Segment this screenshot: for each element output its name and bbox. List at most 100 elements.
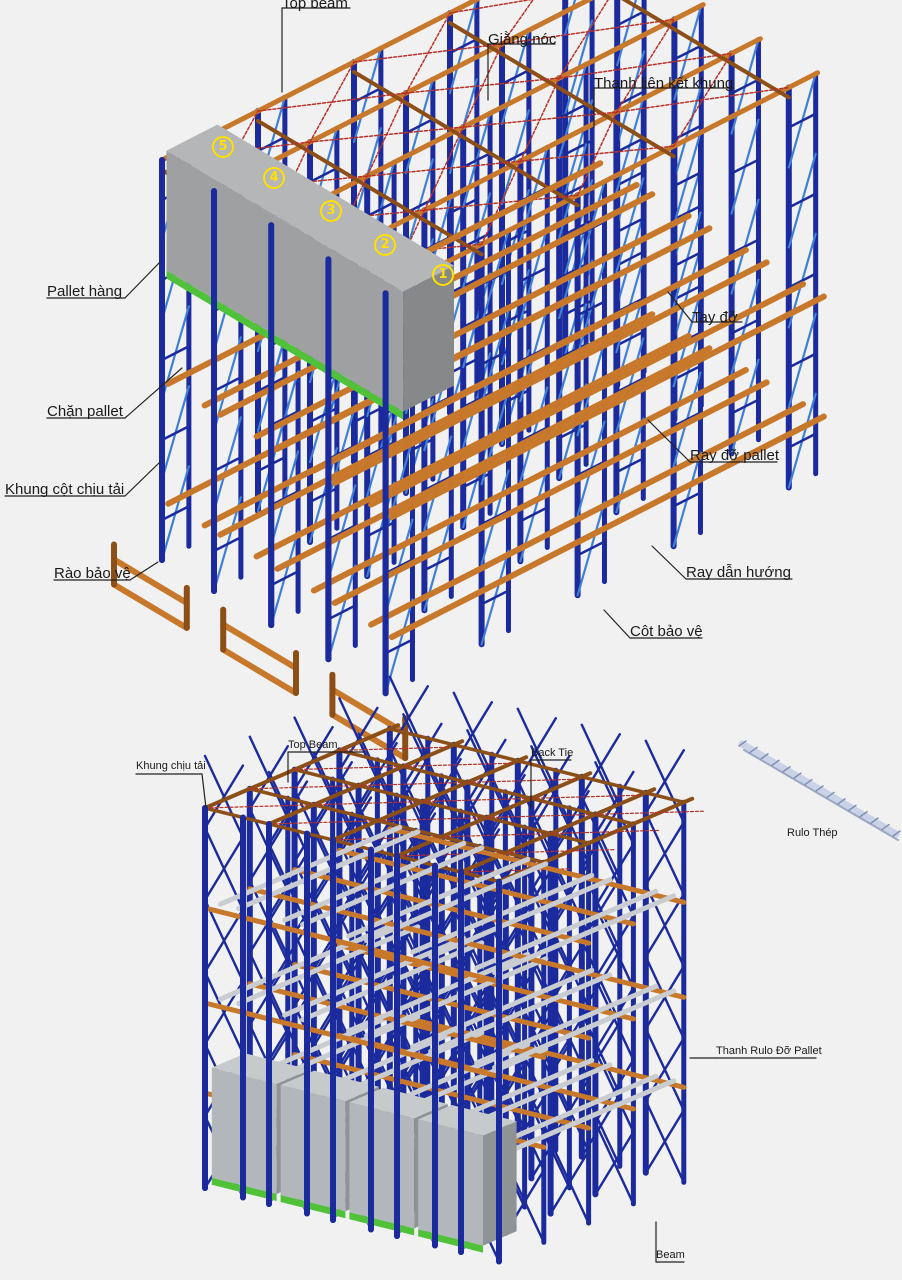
frame-brace	[388, 675, 429, 760]
roller-rail	[474, 888, 659, 971]
roof-brace	[405, 12, 451, 94]
frame-strut	[269, 570, 300, 587]
roller	[826, 791, 835, 799]
frame-strut	[308, 487, 339, 504]
frame-strut	[308, 407, 339, 424]
pallet-load-front	[349, 1102, 415, 1229]
roof-brace	[423, 126, 464, 211]
frame-strut	[160, 345, 191, 362]
roof-brace	[672, 52, 733, 148]
frame-strut	[576, 460, 606, 477]
leader-line	[647, 419, 691, 463]
roller-rail	[282, 840, 467, 923]
roof-brace	[358, 781, 468, 787]
frame-brace	[644, 1099, 685, 1184]
roller	[848, 804, 857, 812]
frame-strut	[615, 10, 646, 27]
frame-strut	[673, 284, 703, 301]
frame-brace	[312, 751, 353, 836]
frame-strut	[269, 490, 300, 507]
frame-brace	[248, 735, 289, 820]
top-beam	[325, 36, 763, 262]
pallet-number-4: 4	[263, 167, 285, 189]
roof-brace	[480, 160, 522, 246]
label-giang-noc: Giằng nóc	[488, 31, 557, 48]
roller-rail	[410, 872, 595, 955]
frame-strut	[615, 250, 646, 267]
pallet-load-top	[418, 1105, 517, 1136]
frame-brace	[594, 1049, 635, 1134]
label-rulo-thep: Rulo Thép	[787, 827, 838, 839]
roof-brace	[501, 0, 534, 45]
top-beam	[159, 0, 481, 163]
frame-brace	[594, 977, 635, 1062]
roof-brace	[204, 804, 315, 809]
label-back-tie: Back Tie	[531, 747, 574, 759]
leader-line	[667, 291, 693, 323]
frame-strut	[256, 136, 287, 153]
frame-strut	[615, 217, 645, 234]
roof-brace	[309, 61, 355, 143]
pallet-load-front	[280, 1085, 346, 1212]
frame-strut	[423, 555, 453, 572]
frame-strut	[673, 364, 703, 381]
frame-strut	[787, 432, 817, 449]
roller	[870, 817, 879, 824]
frame-strut	[787, 272, 817, 289]
frame-strut	[461, 392, 492, 409]
top-beam	[267, 739, 465, 826]
label-beam: Beam	[656, 1249, 685, 1261]
leader-line	[201, 773, 207, 809]
frame-strut	[615, 377, 645, 394]
frame-brace	[466, 729, 507, 814]
roof-brace	[530, 794, 641, 800]
back-tie	[203, 806, 501, 884]
pallet-load-front	[166, 150, 404, 412]
roof-brace	[466, 778, 577, 784]
leader-line	[124, 261, 161, 299]
guard-rail	[111, 581, 190, 631]
roller	[815, 785, 824, 792]
guard-rail	[111, 556, 190, 606]
label-tay-do: Tay đỡ	[692, 309, 738, 326]
frame-brace	[549, 1140, 590, 1225]
roof-brace	[449, 0, 533, 14]
frame-brace	[516, 707, 557, 792]
back-tie	[388, 727, 686, 805]
frame-brace	[402, 713, 443, 798]
roof-brace	[558, 0, 609, 79]
leader-line	[129, 561, 159, 581]
frame-strut	[557, 103, 588, 120]
roller	[859, 810, 868, 818]
roller-rack-diagram	[202, 675, 901, 1265]
frame-brace	[485, 764, 526, 849]
frame-brace	[644, 1027, 685, 1112]
roller	[881, 823, 890, 831]
frame-brace	[580, 723, 621, 808]
frame-strut	[461, 152, 492, 169]
label-khung-cot-chiu-tai: Khung cột chịu tải	[5, 481, 125, 498]
beam	[202, 905, 502, 984]
roller	[837, 798, 846, 805]
leader-line	[651, 545, 687, 580]
roof-brace	[486, 813, 597, 819]
pallet-rail	[368, 281, 807, 508]
roof-brace	[268, 820, 379, 825]
frame-brace	[504, 1087, 545, 1172]
roof-brace	[422, 797, 533, 803]
frame-strut	[480, 349, 510, 366]
frame-strut	[672, 491, 702, 508]
frame-strut	[787, 352, 817, 369]
roller-strip	[738, 740, 901, 841]
frame-brace	[421, 748, 462, 833]
frame-tie	[621, 0, 791, 100]
frame-strut	[557, 343, 588, 360]
frame-strut	[730, 318, 760, 335]
frame-brace	[338, 697, 379, 782]
frame-strut	[673, 204, 703, 221]
frame-strut	[365, 441, 396, 458]
frame-brace	[644, 883, 685, 968]
frame-brace	[594, 761, 635, 846]
guide-rail	[368, 401, 807, 628]
frame-strut	[672, 171, 702, 188]
